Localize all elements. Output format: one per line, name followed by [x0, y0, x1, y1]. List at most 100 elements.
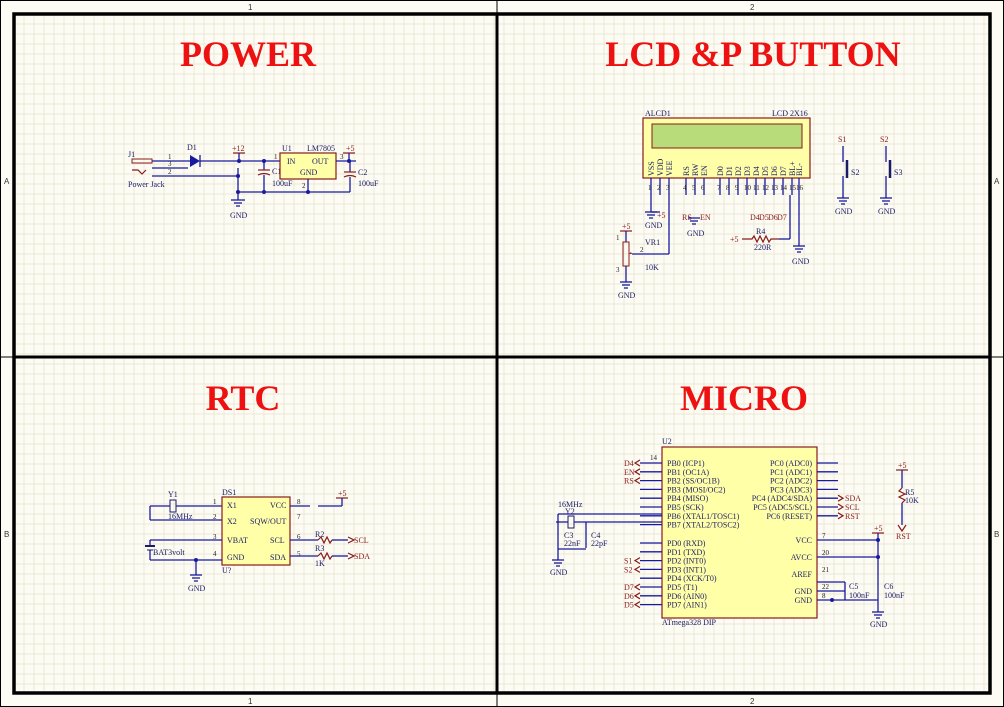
border-row-b-left: B: [4, 530, 9, 539]
atmega-power-pin-num-1: 20: [822, 549, 830, 557]
power-jack-label: Power Jack: [128, 180, 165, 189]
section-title-rtc: RTC: [206, 378, 281, 418]
svg-text:SDA: SDA: [270, 553, 286, 562]
s2-gnd: GND: [835, 207, 853, 216]
rtc-plus5: +5: [338, 489, 347, 498]
lcd-pin-num-3: 3: [666, 184, 670, 192]
lcd-d4-net: D4: [750, 213, 760, 222]
s2-switch-label: S2: [851, 168, 859, 177]
border-col-1-top: 1: [248, 3, 253, 12]
atmega-left-pin-3: PB3 (MOSI/OC2): [667, 485, 726, 494]
atmega-left-pin-14: PD6 (AIN0): [667, 592, 707, 601]
border-col-2-top: 2: [750, 3, 755, 12]
svg-text:4: 4: [213, 550, 217, 558]
r3-value: 1K: [315, 559, 325, 568]
svg-text:1: 1: [274, 153, 278, 161]
lcd-pin-num-10: 10: [744, 184, 752, 192]
lcd-plus5-vdd: +5: [657, 211, 666, 220]
power-jack-contact: [132, 169, 147, 175]
border-col-2-bottom: 2: [750, 697, 755, 706]
atmega-right-net-6: RST: [845, 512, 860, 521]
lcd-pin-num-9: 9: [735, 184, 739, 192]
atmega-power-pin-num-2: 21: [822, 566, 830, 574]
lcd-pin-9: D2: [734, 166, 743, 176]
atmega-left-pin-7: PB7 (XTAL2/TOSC2): [667, 521, 740, 530]
r2-label: R2: [315, 530, 324, 539]
plus5-net-power: +5: [346, 144, 355, 153]
y2-value: 16MHz: [558, 500, 583, 509]
lcd-pin-num-2: 2: [657, 184, 661, 192]
r4-label: R4: [756, 227, 765, 236]
svg-text:6: 6: [297, 533, 301, 541]
atmega-power-pin-4: GND: [795, 596, 813, 605]
border-row-a-left: A: [4, 177, 10, 186]
lcd-d7-net: D7: [777, 213, 787, 222]
atmega-power-pin-num-0: 7: [822, 532, 826, 540]
svg-text:SQW/OUT: SQW/OUT: [250, 517, 287, 526]
svg-text:VCC: VCC: [270, 501, 286, 510]
c6-label: C6: [884, 582, 893, 591]
lcd-type: LCD 2X16: [772, 109, 808, 118]
svg-text:2: 2: [302, 182, 306, 190]
power-jack-symbol: [131, 158, 153, 164]
svg-text:OUT: OUT: [312, 157, 329, 166]
rst-net: RST: [896, 532, 911, 541]
background-grid: [13, 13, 990, 693]
atmega-left-pin-0: PB0 (ICP1): [667, 459, 705, 468]
lcd-pin-num-7: 7: [717, 184, 721, 192]
svg-text:X1: X1: [227, 501, 237, 510]
atmega-part: ATmega328 DIP: [662, 618, 717, 627]
rtc-circuit: Y1 16MHz DS1 X1 X2 VBAT GND VCC SQW/OUT …: [145, 488, 370, 593]
border-col-1-bottom: 1: [248, 697, 253, 706]
atmega-chip-body: [661, 446, 818, 619]
lcd-pin-13: D6: [770, 166, 779, 176]
lcd-circuit: ALCD1 LCD 2X16 VSS1VDD2VEE3RS4RW5EN6D07D…: [616, 109, 902, 300]
atmega-left-net-0: D4: [624, 459, 634, 468]
svg-text:3: 3: [213, 533, 217, 541]
y2-label: Y2: [565, 507, 575, 516]
lcd-screen: [651, 123, 803, 149]
u1-label: U1: [282, 144, 292, 153]
svg-text:GND: GND: [300, 168, 318, 177]
lcd-pin-11: D4: [752, 166, 761, 176]
atmega-power-pin-3: GND: [795, 587, 813, 596]
svg-text:1: 1: [213, 498, 217, 506]
atmega-right-net-5: SCL: [845, 503, 860, 512]
lcd-pin-16: BL-: [795, 163, 804, 176]
svg-text:VBAT: VBAT: [227, 536, 248, 545]
border-row-a-right: A: [994, 177, 1000, 186]
micro-gnd: GND: [870, 620, 888, 629]
atmega-left-net-11: S2: [624, 565, 632, 574]
section-title-micro: MICRO: [680, 378, 808, 418]
svg-text:8: 8: [297, 498, 301, 506]
ds1-label: DS1: [222, 488, 236, 497]
lcd-pin-2: VDD: [656, 158, 665, 176]
vr1-label: VR1: [645, 238, 660, 247]
atmega-left-net-1: EN: [624, 468, 635, 477]
y1-value: 16MHz: [168, 512, 193, 521]
atmega-right-pin-0: PC0 (ADC0): [770, 459, 812, 468]
lcd-pin-num-12: 12: [762, 184, 770, 192]
svg-text:2: 2: [213, 513, 217, 521]
atmega-right-pin-1: PC1 (ADC1): [770, 468, 812, 477]
atmega-left-net-10: S1: [624, 557, 632, 566]
lcd-pin-12: D5: [761, 166, 770, 176]
lcd-pin-num-13: 13: [771, 184, 779, 192]
lcd-pin-num-1: 1: [648, 184, 652, 192]
svg-text:2: 2: [168, 168, 172, 176]
svg-text:3: 3: [340, 153, 344, 161]
c4-label: C4: [591, 531, 600, 540]
r4-value: 220R: [754, 243, 772, 252]
s2-net: S2: [880, 135, 888, 144]
lcd-pin-num-14: 14: [780, 184, 788, 192]
vr1-value: 10K: [645, 263, 659, 272]
rtc-scl-net: SCL: [354, 536, 369, 545]
atmega-left-pin-5: PB5 (SCK): [667, 503, 704, 512]
vr1-gnd: GND: [618, 291, 636, 300]
svg-text:5: 5: [297, 550, 301, 558]
y1-label: Y1: [168, 490, 178, 499]
lcd-pin-num-6: 6: [701, 184, 705, 192]
lcd-pin-num-11: 11: [753, 184, 760, 192]
